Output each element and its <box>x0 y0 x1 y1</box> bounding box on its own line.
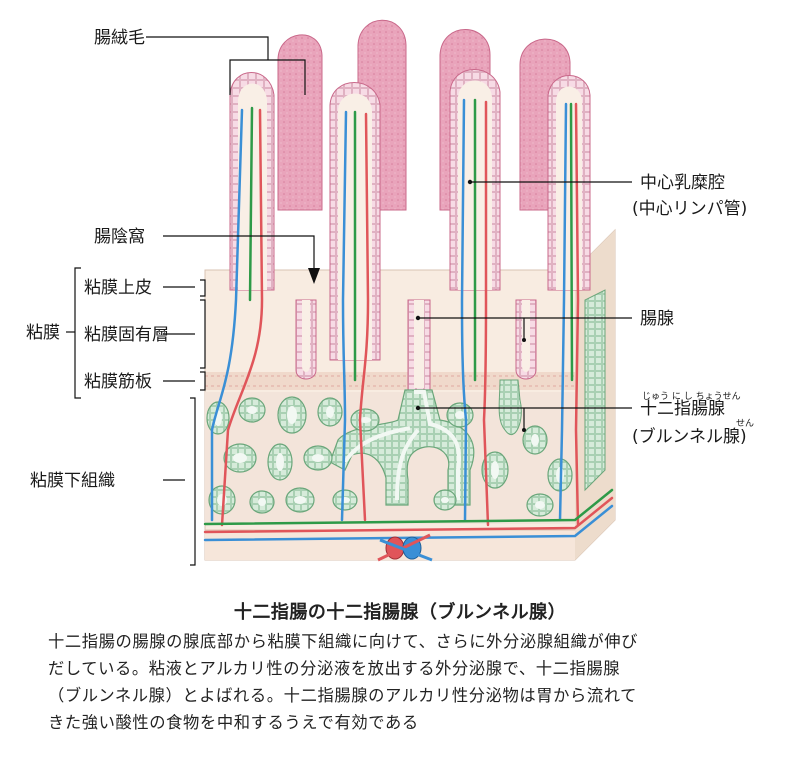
intestinal-gland-label: 腸腺 <box>640 309 674 329</box>
caption-line: だしている。粘液とアルカリ性の分泌液を放出する外分泌腺で、十二指腸腺 <box>48 659 621 678</box>
duodenum-diagram: 腸絨毛 中心乳糜腔 (中心リンパ管) 腸陰窩 粘膜上皮 粘膜固有層 粘膜 粘膜筋… <box>26 19 754 566</box>
crypt-label: 腸陰窩 <box>94 227 145 247</box>
gland-lumens <box>214 406 564 509</box>
vessels <box>203 98 614 542</box>
lacteal-label: 中心乳糜腔 <box>640 173 725 193</box>
leaders <box>66 36 632 566</box>
brunner-gland <box>329 389 475 506</box>
caption-line: （ブルンネル腺）とよばれる。十二指腸腺のアルカリ性分泌物は胃から流れて <box>48 686 638 705</box>
villus-label: 腸絨毛 <box>94 28 145 48</box>
lamina-propria-label: 粘膜固有層 <box>84 325 169 345</box>
brunner-gland-label: 十二指腸腺 <box>640 399 725 419</box>
submucosa-label: 粘膜下組織 <box>30 471 115 491</box>
brunner-gland-sub-label: (ブルンネル腺) <box>632 426 747 447</box>
crypts <box>295 299 537 391</box>
brunner-sen-ruby: せん <box>736 418 754 429</box>
mucosa-label: 粘膜 <box>26 323 60 343</box>
caption-body: 十二指腸の腸腺の腺底部から粘膜下組織に向けて、さらに外分泌腺組織が伸び だしてい… <box>48 628 768 736</box>
epithelium-label: 粘膜上皮 <box>84 278 152 298</box>
brunner-ruby: じゅう に し ちょうせん <box>642 391 741 402</box>
caption-line: きた強い酸性の食物を中和するうえで有効である <box>48 713 419 732</box>
caption-title: 十二指腸の十二指腸腺（ブルンネル腺） <box>233 602 567 623</box>
side-gland-tubes <box>498 289 606 492</box>
muscularis-label: 粘膜筋板 <box>84 372 152 392</box>
vessel-cross-section <box>377 533 433 562</box>
caption-line: 十二指腸の腸腺の腺底部から粘膜下組織に向けて、さらに外分泌腺組織が伸び <box>48 632 639 651</box>
lacteal-sub-label: (中心リンパ管) <box>632 199 747 219</box>
leader-dots <box>415 179 526 432</box>
